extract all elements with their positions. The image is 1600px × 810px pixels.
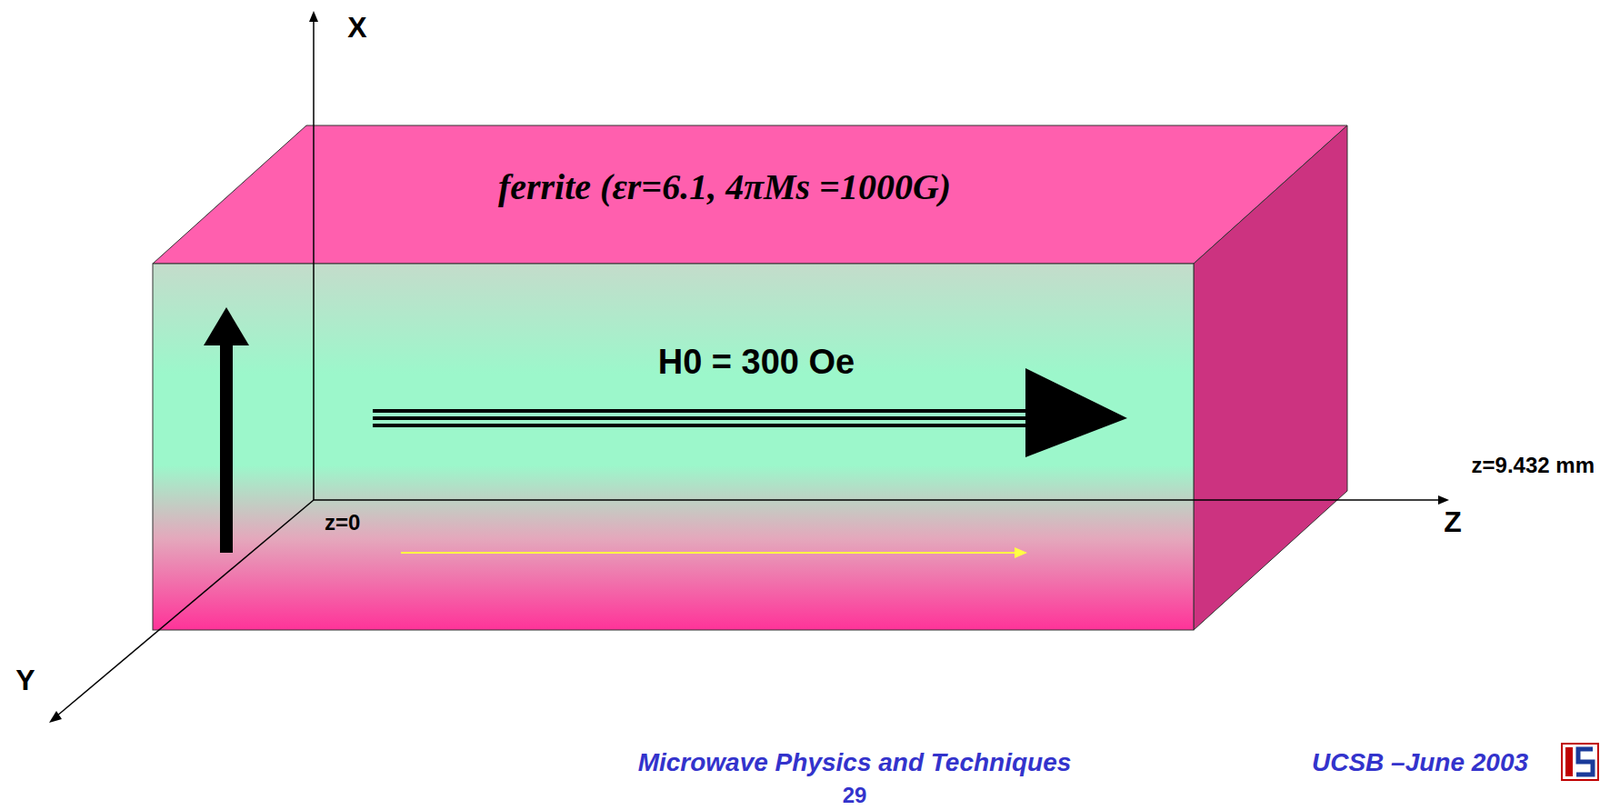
rf-field-arrow [203,307,250,553]
material-label: ferrite (εr=6.1, 4πMs =1000G) [498,165,951,209]
logo [1561,743,1599,780]
z-axis [313,499,1439,501]
axis-label: Y [15,663,35,698]
axis-arrowhead [49,710,62,723]
y-axis [56,500,314,717]
bias-field-arrow [372,368,1128,458]
propagation-arrow [400,547,1028,559]
footer-text: Microwave Physics and Techniques [638,748,1072,778]
x-axis [312,20,315,500]
axis-arrowhead [1438,495,1450,505]
position-label: z=0 [324,510,360,536]
top-face [152,125,1348,264]
side-face [1193,125,1348,630]
field-label: H0 = 300 Oe [658,342,856,382]
front-face [152,263,1194,630]
position-label: z=9.432 mm [1471,452,1595,479]
axis-arrowhead [309,10,319,22]
footer-text: UCSB –June 2003 [1311,748,1529,778]
page-number: 29 [842,782,868,809]
axis-label: X [347,10,367,45]
axis-label: Z [1443,505,1462,540]
